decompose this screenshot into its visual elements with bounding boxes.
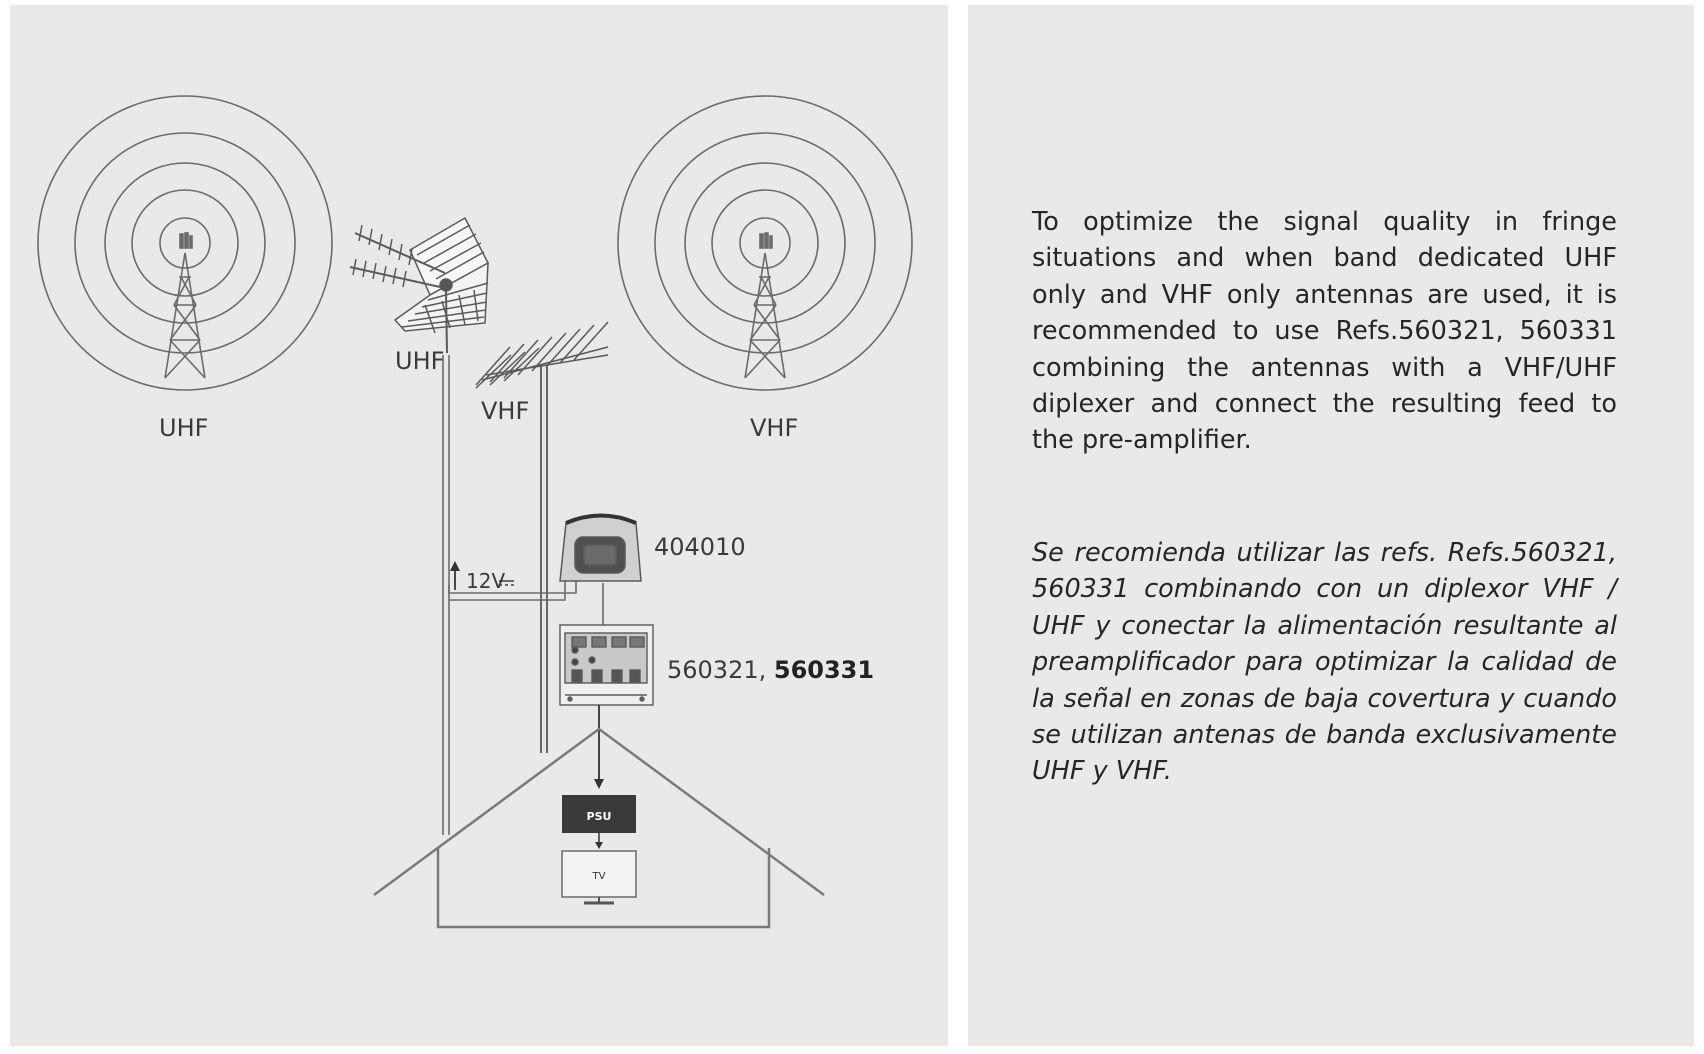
preamplifier-ref-label: 404010 [654, 533, 746, 561]
cables [442, 355, 604, 835]
text-panel: To optimize the signal quality in fringe… [968, 5, 1694, 1046]
psu-label: PSU [587, 810, 612, 823]
diplexer [559, 624, 654, 706]
diplexer-ref-a: 560321, [667, 656, 774, 684]
preamplifier-404010 [559, 513, 642, 582]
vhf-tower-label: VHF [750, 414, 798, 442]
uhf-antenna [349, 216, 489, 354]
english-description: To optimize the signal quality in fringe… [1032, 207, 1617, 456]
spanish-description: Se recomienda utilizar las refs. Refs.56… [1032, 538, 1617, 787]
tv: TV [561, 850, 637, 905]
vhf-antenna [475, 321, 609, 753]
voltage-label: 12V [466, 569, 505, 593]
uhf-tower-label: UHF [159, 414, 208, 442]
uhf-antenna-label: UHF [395, 347, 444, 375]
diagram-panel: UHF VHF [10, 5, 948, 1046]
vhf-antenna-label: VHF [481, 397, 529, 425]
diplexer-ref-label: 560321, 560331 [667, 656, 874, 684]
tv-label: TV [592, 871, 606, 882]
psu: PSU [562, 795, 636, 849]
signal-arrow [594, 705, 604, 789]
voltage-indicator: 12V [450, 561, 514, 593]
house [373, 727, 825, 929]
diplexer-ref-b: 560331 [774, 656, 874, 684]
uhf-tower [37, 95, 333, 391]
installation-diagram: UHF VHF [37, 95, 913, 929]
vhf-tower [617, 95, 913, 391]
